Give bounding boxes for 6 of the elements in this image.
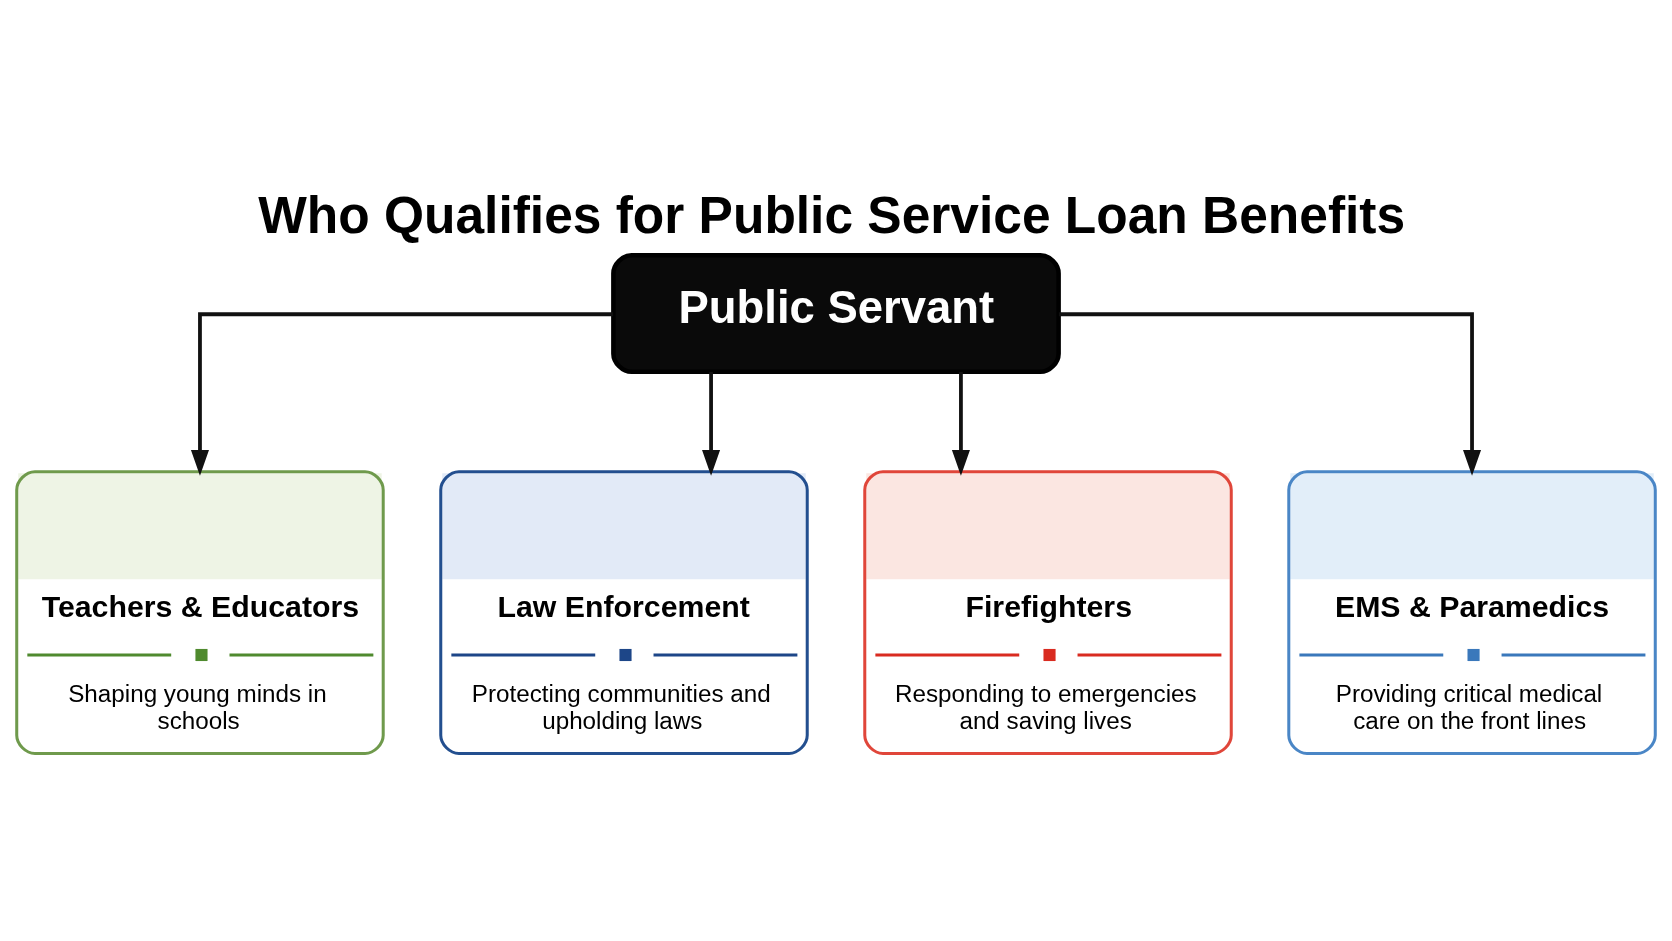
arrow	[951, 371, 970, 476]
diagram-title: Who Qualifies for Public Service Loan Benefits	[258, 185, 1406, 244]
arrow	[1058, 311, 1482, 476]
arrow	[702, 371, 721, 476]
arrow	[190, 311, 614, 476]
node-box: Public Servant	[611, 252, 1061, 374]
